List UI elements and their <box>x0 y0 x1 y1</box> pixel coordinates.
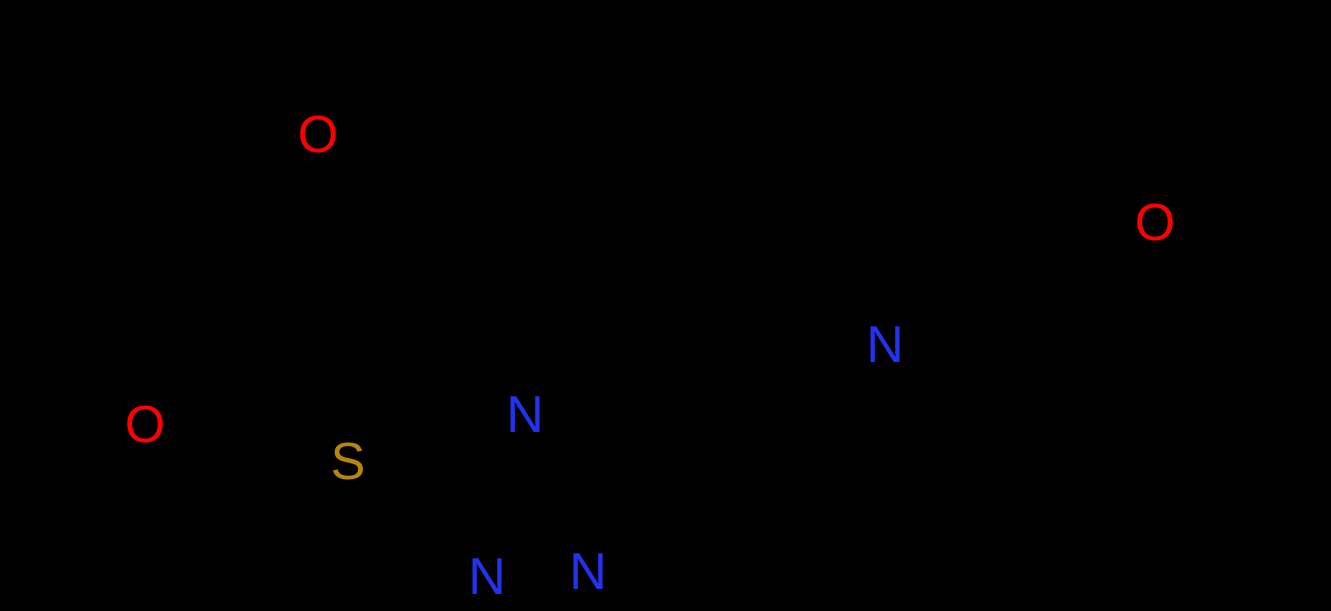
bond-ar1-c6-c1 <box>315 212 455 295</box>
linker-alkyl-chain <box>525 52 983 603</box>
bond-arr-c4-c5 <box>1097 337 1243 403</box>
bond-ar1-c4-c5 <box>315 442 455 525</box>
linker-thioether <box>375 467 451 501</box>
bond-pip-c5-c6 <box>997 262 1123 333</box>
atom-label-O2: O <box>125 396 165 454</box>
lower-left-tail <box>117 519 321 588</box>
bond-o1-to-methyl <box>179 52 295 121</box>
bond-pip-c3-c4 <box>997 467 1123 543</box>
bond-arr-c3-c4 <box>1237 197 1303 343</box>
substituent-methoxy-lower-left <box>9 437 325 505</box>
bond-pip-c2-c3 <box>877 467 1003 543</box>
bond-ch2a-to-ch2b <box>557 52 703 133</box>
substituent-methoxy-upper-left <box>179 52 321 218</box>
bond-pip-n4-c2 <box>877 375 888 473</box>
bond-path-to-pipn <box>757 267 865 333</box>
bond-pip-c6-n4 <box>909 262 1003 333</box>
atom-label-N3: N <box>569 543 607 601</box>
bond-o3-to-methyl <box>1179 147 1278 209</box>
bond-ar1-c1-c2-inner <box>202 235 315 303</box>
ring-aryl-far-right <box>997 52 1303 403</box>
ring-dimethoxy-benzene-left <box>182 212 455 525</box>
bond-sulfur-to-tz-c5 <box>375 467 451 501</box>
atom-labels: O O O S N N N N <box>125 106 1175 606</box>
atom-label-masks <box>119 109 1181 603</box>
bond-n1-down-to-pip-path <box>542 267 763 443</box>
atom-label-N2: N <box>468 548 506 606</box>
ring-triazole-core <box>445 429 648 581</box>
bond-arr-c1-branch <box>997 52 1103 123</box>
bond-low-c1-c2 <box>117 557 303 588</box>
bond-ar1-c3-c4-inner <box>195 422 311 493</box>
atom-label-S1: S <box>331 433 366 491</box>
atom-label-N4: N <box>866 316 904 374</box>
bond-tz-n1-c3 <box>545 429 648 493</box>
bond-o2-to-methyl <box>9 442 121 505</box>
bond-tz-n2-c5 <box>445 495 477 553</box>
bond-tz-n3-n2 <box>513 574 565 581</box>
bond-arr-c1-c2 <box>1097 57 1243 123</box>
atom-label-O1: O <box>298 106 338 164</box>
bond-tz-c3-n3 <box>602 487 648 549</box>
bond-tz-c3-down <box>642 487 663 603</box>
atom-label-N1: N <box>506 386 544 444</box>
bond-ch2b-to-ch2c <box>697 52 843 133</box>
bond-n1-to-ch2a <box>525 127 563 385</box>
bond-tz-n2-c5-inner <box>467 493 498 545</box>
bond-tz-c3-n3-inner <box>585 489 625 543</box>
bond-o3-to-ring-down <box>1117 297 1158 333</box>
bond-arr-c2-c3 <box>1237 57 1303 203</box>
bond-arr-c5-pipc5 <box>1097 327 1123 403</box>
atom-label-O3: O <box>1135 194 1175 252</box>
ring-piperidine-right <box>877 262 1123 543</box>
bond-ch2-to-sulfur <box>247 437 325 458</box>
bond-ar1-c3-c4 <box>182 442 321 525</box>
bond-ch2c-to-ch2d <box>837 52 983 133</box>
bond-ar1-c1-c2 <box>182 212 321 295</box>
bond-tz-c5-n1 <box>445 437 511 501</box>
substituent-methoxy-right <box>1117 147 1278 333</box>
bond-ar1-c4-down <box>297 519 321 588</box>
